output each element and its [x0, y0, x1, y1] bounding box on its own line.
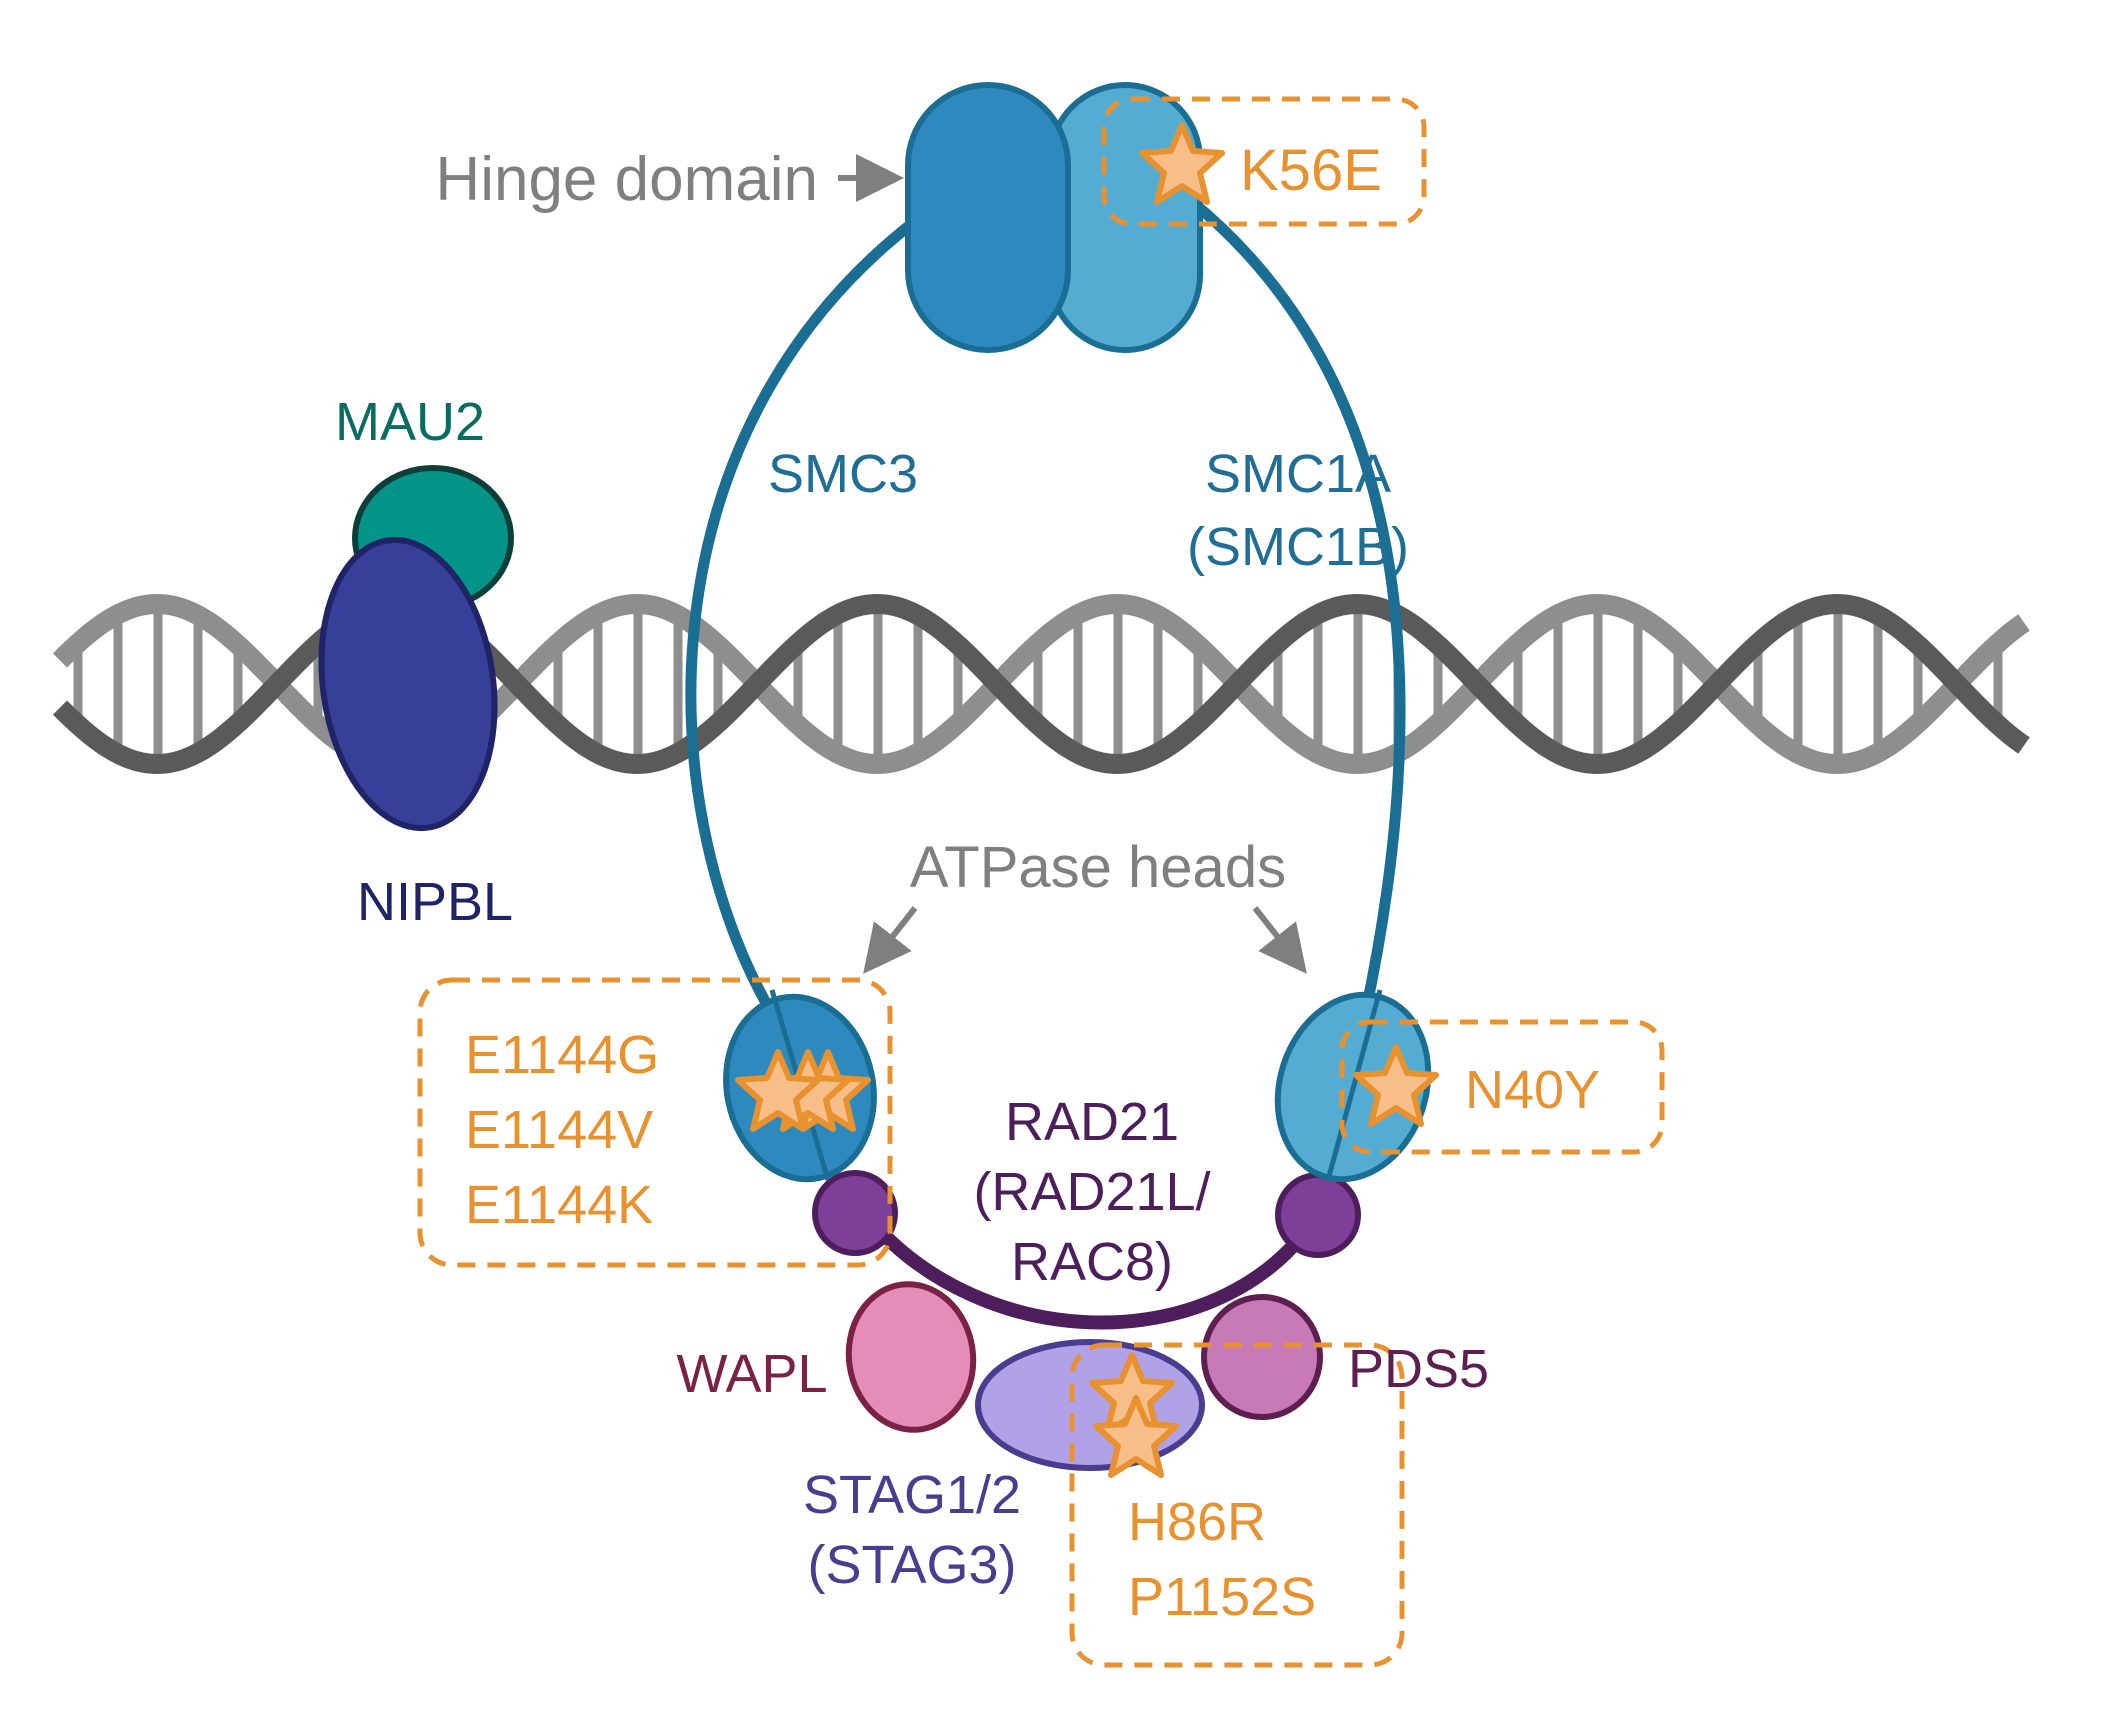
- pds5-label: PDS5: [1348, 1339, 1489, 1399]
- hinge-domain-label: Hinge domain: [435, 145, 818, 214]
- nipbl-label: NIPBL: [357, 872, 513, 932]
- rad21-kleisin-arc: [856, 1205, 1326, 1330]
- mutation-h86r-label: H86R: [1128, 1492, 1266, 1552]
- rad21-right-node: [1275, 1172, 1361, 1258]
- atpase-heads-label: ATPase heads: [910, 835, 1286, 900]
- smc3-label: SMC3: [768, 444, 918, 504]
- smc1a-label: SMC1A: [1205, 444, 1391, 504]
- rac8-label: RAC8): [1011, 1232, 1173, 1292]
- mutation-box-smc1a-head: [1339, 1019, 1665, 1155]
- mutation-box-hinge: [1101, 96, 1427, 227]
- stag-label: STAG1/2: [803, 1465, 1021, 1525]
- smc3-hinge: [905, 82, 1071, 353]
- atpase-arrow-right-icon: [1252, 906, 1307, 974]
- pds5-protein: [1201, 1294, 1323, 1420]
- mutation-e1144k-label: E1144K: [465, 1175, 653, 1235]
- mutation-k56e-label: K56E: [1240, 138, 1382, 203]
- smc1b-label: (SMC1B): [1187, 517, 1409, 577]
- mutation-e1144g-label: E1144G: [465, 1025, 659, 1085]
- mutation-p1152s-label: P1152S: [1128, 1567, 1316, 1627]
- mau2-label: MAU2: [335, 392, 485, 452]
- mutation-box-stag: [1069, 1342, 1405, 1668]
- rad21l-label: (RAD21L/: [973, 1162, 1210, 1222]
- mutation-n40y-label: N40Y: [1465, 1060, 1600, 1120]
- wapl-label: WAPL: [676, 1344, 827, 1404]
- wapl-protein: [845, 1281, 977, 1433]
- mutation-e1144v-label: E1144V: [465, 1100, 653, 1160]
- rad21-left-node: [812, 1170, 898, 1256]
- stag-protein: [975, 1339, 1205, 1471]
- atpase-arrow-left-icon: [863, 906, 918, 974]
- nipbl-protein: [318, 536, 498, 832]
- mutation-box-smc3-head: [417, 977, 893, 1268]
- dna-base-pairs: [73, 604, 2003, 764]
- smc1a-hinge: [1047, 82, 1203, 353]
- stag3-label: (STAG3): [807, 1535, 1016, 1595]
- rad21-label: RAD21: [1005, 1092, 1179, 1152]
